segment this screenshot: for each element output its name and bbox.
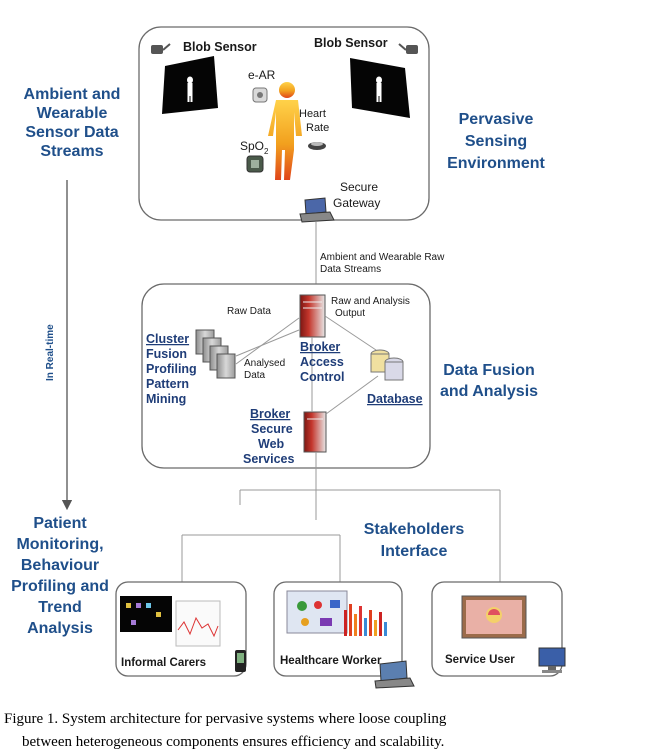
svg-text:Interface: Interface <box>381 543 448 560</box>
connector-cluster-broker <box>235 329 300 357</box>
svg-text:Streams: Streams <box>40 143 103 160</box>
service-user-label: Service User <box>445 654 515 666</box>
laptop-icon <box>374 660 415 689</box>
phone-icon <box>235 650 246 672</box>
cluster-item: Pattern <box>146 377 189 391</box>
analysed-data-label-2: Data <box>244 370 266 381</box>
cluster-servers <box>195 329 236 379</box>
monitoring-label: Patient Monitoring, Behaviour Profiling … <box>11 515 109 637</box>
svg-text:and Analysis: and Analysis <box>440 383 538 400</box>
broker-web-link[interactable]: Broker <box>250 407 290 421</box>
spo2-label: SpO2 <box>240 139 269 156</box>
gateway-label-2: Gateway <box>333 196 380 210</box>
heart-rate-label-2: Rate <box>306 122 329 134</box>
raw-analysis-label: Raw and Analysis <box>331 296 410 307</box>
broker-server-bottom <box>303 411 327 453</box>
broker-access-item: Access <box>300 355 344 369</box>
person-figure <box>268 82 302 180</box>
cluster-link[interactable]: Cluster <box>146 332 189 346</box>
stakeholders-label: Stakeholders Interface <box>364 521 465 560</box>
ear-label: e-AR <box>248 68 276 82</box>
svg-text:Trend: Trend <box>38 599 82 616</box>
broker-access-link[interactable]: Broker <box>300 340 340 354</box>
svg-text:Pervasive: Pervasive <box>459 111 534 128</box>
spo2-sensor-icon <box>246 155 264 173</box>
svg-text:Ambient and: Ambient and <box>24 86 121 103</box>
cluster-item: Fusion <box>146 347 187 361</box>
gateway-label: Secure <box>340 180 378 194</box>
broker-server-top <box>299 294 326 338</box>
streams-label: Ambient and Wearable Sensor Data Streams <box>24 86 121 160</box>
carers-screen <box>120 596 221 647</box>
healthcare-screen <box>286 590 387 636</box>
broker-web-item: Secure <box>251 422 293 436</box>
broker-web-item: Web <box>258 437 285 451</box>
cluster-item: Mining <box>146 392 186 406</box>
fusion-label: Data Fusion and Analysis <box>440 362 538 400</box>
figure-caption: Figure 1. System architecture for pervas… <box>4 711 447 727</box>
broker-access-item: Control <box>300 370 344 384</box>
broker-web-item: Services <box>243 452 294 466</box>
service-user-screen <box>461 595 527 639</box>
svg-text:Sensor Data: Sensor Data <box>25 124 118 141</box>
svg-text:Behaviour: Behaviour <box>21 557 99 574</box>
laptop-icon <box>299 197 335 223</box>
heart-rate-label: Heart <box>299 108 326 120</box>
svg-text:Monitoring,: Monitoring, <box>16 536 103 553</box>
stream-label: Ambient and Wearable Raw <box>320 252 445 263</box>
healthcare-worker-label: Healthcare Worker <box>280 655 382 667</box>
raw-data-label: Raw Data <box>227 306 271 317</box>
svg-text:Wearable: Wearable <box>37 105 108 122</box>
raw-analysis-label-2: Output <box>335 308 365 319</box>
monitor-icon <box>538 647 566 673</box>
connector-broker-database <box>324 315 377 351</box>
connector-analysed <box>235 317 300 365</box>
blob-sensor-right-label: Blob Sensor <box>314 36 388 50</box>
blob-sensor-left-label: Blob Sensor <box>183 40 257 54</box>
stream-label-2: Data Streams <box>320 264 381 275</box>
heart-rate-sensor-icon <box>308 142 326 150</box>
sensing-label: Pervasive Sensing Environment <box>447 111 545 172</box>
cluster-item: Profiling <box>146 362 197 376</box>
svg-text:Profiling and: Profiling and <box>11 578 109 595</box>
svg-text:Sensing: Sensing <box>465 133 527 150</box>
svg-text:Environment: Environment <box>447 155 545 172</box>
blob-screen-right <box>350 58 410 118</box>
ear-sensor-icon <box>252 87 268 103</box>
svg-text:Patient: Patient <box>33 515 87 532</box>
database-link[interactable]: Database <box>367 392 423 406</box>
realtime-label: In Real-time <box>45 324 56 381</box>
camera-icon <box>398 43 418 54</box>
svg-text:Data Fusion: Data Fusion <box>443 362 535 379</box>
svg-text:Stakeholders: Stakeholders <box>364 521 465 538</box>
blob-screen-left <box>162 56 218 114</box>
figure-caption: between heterogeneous components ensures… <box>22 734 444 750</box>
svg-text:Analysis: Analysis <box>27 620 93 637</box>
informal-carers-label: Informal Carers <box>121 657 206 669</box>
camera-icon <box>151 43 171 54</box>
stakeholder-tree <box>181 452 501 582</box>
connector-database-webservices <box>325 375 379 415</box>
analysed-data-label: Analysed <box>244 358 285 369</box>
database-icon <box>370 349 404 381</box>
